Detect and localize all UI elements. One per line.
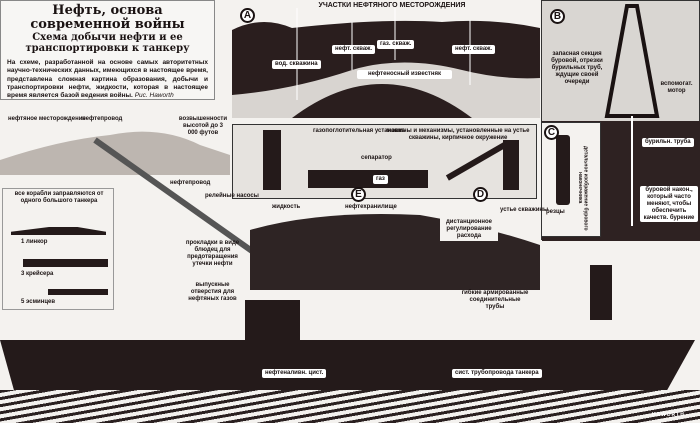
separator-tank [308,170,428,188]
label-heights: возвышенности высотой до 3 000 футов [178,116,228,136]
credit: Рис. Haworth [134,91,174,99]
label-wellhead-machinery: машины и механизмы, установленные на уст… [386,128,530,141]
label-pipeline-top: нефтепровод [82,116,123,122]
fleet-ship-1: 1 линкор [21,239,48,245]
tanker-stern [245,300,300,342]
artist-signature: HAWORTH [652,412,685,418]
fleet-ship-3: 5 эсминцев [21,299,56,305]
panel-c-marker: C [544,125,559,140]
label-oil-tanks: нефтеналивн. цист. [262,369,327,378]
marker-d: D [473,187,488,202]
label-gas-vents: выпускные отверстия для нефтяных газов [188,282,237,302]
label-gas-well: газ. скваж. [377,40,415,49]
label-drill-bit: буровой након., который часто меняют, чт… [640,186,698,223]
label-oilfield: нефтяное месторождение [8,116,86,122]
marker-e: E [351,187,366,202]
intro-text: На схеме, разработанной на основе самых … [7,59,208,100]
panel-a-heading: УЧАСТКИ НЕФТЯНОГО МЕСТОРОЖДЕНИЯ [318,2,466,9]
label-aux-motor: вспомогат. мотор [660,81,693,94]
label-wellhead: устье скважины [500,207,549,213]
panel-a-marker: A [240,8,255,23]
sea [0,390,700,423]
main-title: Нефть, основа современной войны [30,3,185,32]
strata-illustration [232,0,540,118]
label-storage: нефтехранилище [345,204,397,210]
tanker-funnel [590,265,612,320]
panel-c-bit: C резцы детальное изображение бурового н… [541,122,601,237]
fleet-heading: все корабли заправляются от одного больш… [14,191,104,204]
label-water-well: вод. скважина [272,60,321,69]
label-liquid: жидкость [272,204,301,210]
label-saucer-gaskets: прокладки в виде блюдец для предотвращен… [185,240,240,267]
process-section: газопоглотительная установка сепаратор г… [232,124,537,202]
subtitle: Схема добычи нефти и ее транспортировки … [25,32,190,55]
destroyer-silhouette [48,289,108,295]
wellhead [503,140,519,190]
label-pipeline: нефтепровод [170,180,211,186]
panel-b-marker: B [550,9,565,24]
label-tanker-piping: сист. трубопровода танкера [452,369,542,378]
label-cutters: резцы [546,209,565,215]
label-oil-limestone: нефтеносный известняк [357,70,452,79]
gas-absorber [263,130,281,190]
battleship-silhouette [11,227,106,235]
title-box: Нефть, основа современной войны Схема до… [0,0,215,100]
drill-bit-illustration [556,135,570,205]
fleet-inset: все корабли заправляются от одного больш… [2,188,114,310]
label-drill-pipe: бурильн. труба [642,138,694,147]
label-oil-well-2: нефт. скваж. [452,45,496,54]
intro-body: На схеме, разработанной на основе самых … [7,59,208,99]
fleet-ship-2: 3 крейсера [21,271,54,277]
tanker-illustration [0,340,695,390]
label-spare-section: запасная секция буровой, отрезки бурильн… [551,51,603,85]
cruiser-silhouette [23,259,108,267]
label-separator: сепаратор [361,155,392,161]
label-bit-detail: детальное изображение бурового наконечни… [576,145,589,231]
label-gas: газ [373,175,388,184]
label-relay-pumps: релейные насосы [205,193,259,199]
panel-b-derrick: B запасная секция буровой, отрезки бурил… [541,0,700,241]
label-gas-absorber: газопоглотительная установка [313,128,405,134]
label-flex-pipes: гибкие армированные соединительные трубы [461,290,529,310]
panel-a-section: A УЧАСТКИ НЕФТЯНОГО МЕСТОРОЖДЕНИЯ вод. с… [232,0,540,118]
label-remote-flow: дистанционное регулирование расхода [440,218,498,241]
label-oil-well-1: нефт. скваж. [332,45,376,54]
